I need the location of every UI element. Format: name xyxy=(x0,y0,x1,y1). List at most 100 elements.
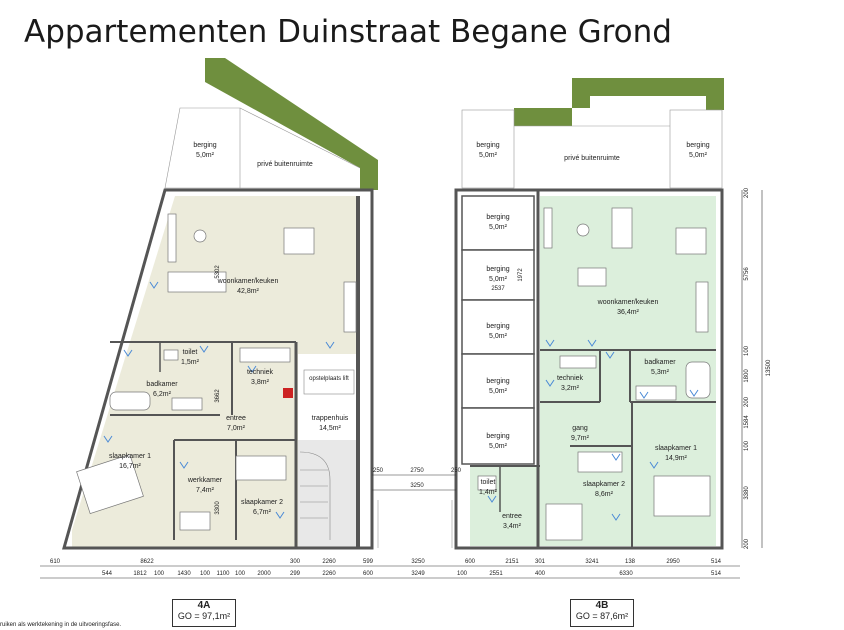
labels-b: berging 5,0m² berging 5,0m² privé buiten… xyxy=(476,142,709,530)
dim-value: 599 xyxy=(363,559,374,565)
dim-vertical: 5302 xyxy=(215,265,221,279)
storage-area: 5,0m² xyxy=(489,276,508,283)
unit-code: 4B xyxy=(595,600,609,611)
storage-name: berging xyxy=(486,433,509,440)
dim-value: 2551 xyxy=(489,571,503,577)
dim: 250 xyxy=(373,468,384,474)
room-area: 3,8m² xyxy=(251,379,270,386)
lift-label: opstelplaats lift xyxy=(309,376,349,382)
room-area: 7,4m² xyxy=(196,487,215,494)
storage-area: 5,0m² xyxy=(489,333,508,340)
dim-value: 1800 xyxy=(744,369,750,383)
room-name: slaapkamer 2 xyxy=(241,499,283,506)
footnote: ruiken als werktekening in de uitvoering… xyxy=(0,622,122,628)
room-name: gang xyxy=(572,425,588,432)
dim-value: 600 xyxy=(465,559,476,565)
green-planter-a xyxy=(205,58,378,190)
dim-vertical: 1972 xyxy=(518,268,524,282)
room-name: werkkamer xyxy=(187,477,223,484)
room-name: entree xyxy=(226,415,246,422)
room-name: toilet xyxy=(481,479,496,486)
outdoor-storage-area-b2: 5,0m² xyxy=(689,152,708,159)
dim: 3250 xyxy=(410,483,424,489)
storage-area: 5,0m² xyxy=(489,224,508,231)
dim-value: 100 xyxy=(744,345,750,356)
dim-value: 299 xyxy=(290,571,301,577)
mid-dims xyxy=(372,474,456,548)
unit-label-4a: 4A GO = 97,1m² xyxy=(172,599,236,627)
dim-value: 200 xyxy=(744,396,750,407)
room-area: 42,8m² xyxy=(237,288,259,295)
furniture-markers-a xyxy=(103,281,335,519)
room-area: 36,4m² xyxy=(617,309,639,316)
dim-value: 2000 xyxy=(257,571,271,577)
room-area: 1,4m² xyxy=(479,489,498,496)
room-area: 16,7m² xyxy=(119,463,141,470)
unit-code: 4A xyxy=(197,600,211,611)
room-name: slaapkamer 1 xyxy=(109,453,151,460)
dim-vertical: 3662 xyxy=(215,389,221,403)
outdoor-area-b xyxy=(461,109,723,189)
garden-label-b: privé buitenruimte xyxy=(564,155,620,162)
room-name: trappenhuis xyxy=(312,415,349,422)
room-area: 14,9m² xyxy=(665,455,687,462)
storage-name: berging xyxy=(486,266,509,273)
dim-value: 2151 xyxy=(505,559,519,565)
storages-b xyxy=(461,195,535,465)
room-name: slaapkamer 2 xyxy=(583,481,625,488)
room-name: badkamer xyxy=(146,381,178,388)
dim-value: 610 xyxy=(50,559,61,565)
stair-a xyxy=(299,369,355,540)
room-area: 14,5m² xyxy=(319,425,341,432)
storage-name: berging xyxy=(486,323,509,330)
outdoor-area-a xyxy=(164,107,361,189)
outdoor-storage-area-a: 5,0m² xyxy=(196,152,215,159)
dim-value: 1812 xyxy=(133,571,147,577)
dim: 250 xyxy=(451,468,462,474)
room-area: 9,7m² xyxy=(571,435,590,442)
dim-value: 514 xyxy=(711,571,722,577)
green-planter-b xyxy=(514,78,724,126)
storage-dim: 2537 xyxy=(491,286,505,292)
dim-value: 3380 xyxy=(744,486,750,500)
drawing-title: Appartementen Duinstraat Begane Grond xyxy=(24,14,672,50)
dim-value: 2260 xyxy=(322,559,336,565)
garden-label-a: privé buitenruimte xyxy=(257,161,313,168)
room-name: techniek xyxy=(557,375,584,382)
dim-value: 3241 xyxy=(585,559,599,565)
storage-name: berging xyxy=(486,378,509,385)
room-name: toilet xyxy=(183,349,198,356)
room-name: entree xyxy=(502,513,522,520)
dim-value: 3249 xyxy=(411,571,425,577)
dim-vertical: 3300 xyxy=(215,501,221,515)
dim-value: 3250 xyxy=(411,559,425,565)
dim-value: 100 xyxy=(744,440,750,451)
dim-value: 514 xyxy=(711,559,722,565)
unit-area: GO = 87,6m² xyxy=(575,611,629,621)
dim-value: 600 xyxy=(363,571,374,577)
dim-value: 100 xyxy=(154,571,165,577)
room-area: 8,6m² xyxy=(595,491,614,498)
dim-value: 100 xyxy=(457,571,468,577)
outdoor-storage-name-b: berging xyxy=(476,142,499,149)
dim-value: 1584 xyxy=(744,415,750,429)
room-area: 1,5m² xyxy=(181,359,200,366)
dim-value: 6330 xyxy=(619,571,633,577)
dim-value: 138 xyxy=(625,559,636,565)
dim-lines-bottom xyxy=(40,565,740,579)
dim-value: 300 xyxy=(290,559,301,565)
dim-value: 200 xyxy=(744,187,750,198)
unit-label-4b: 4B GO = 87,6m² xyxy=(570,599,634,627)
dim-value: 5756 xyxy=(744,267,750,281)
unit-area: GO = 97,1m² xyxy=(177,611,231,621)
storage-name: berging xyxy=(486,214,509,221)
room-name: slaapkamer 1 xyxy=(655,445,697,452)
dim-value: 1100 xyxy=(217,571,231,577)
dim-value: 13500 xyxy=(766,359,772,376)
dim-value: 1430 xyxy=(177,571,191,577)
room-name: badkamer xyxy=(644,359,676,366)
room-area: 3,2m² xyxy=(561,385,580,392)
dim-value: 8622 xyxy=(140,559,154,565)
